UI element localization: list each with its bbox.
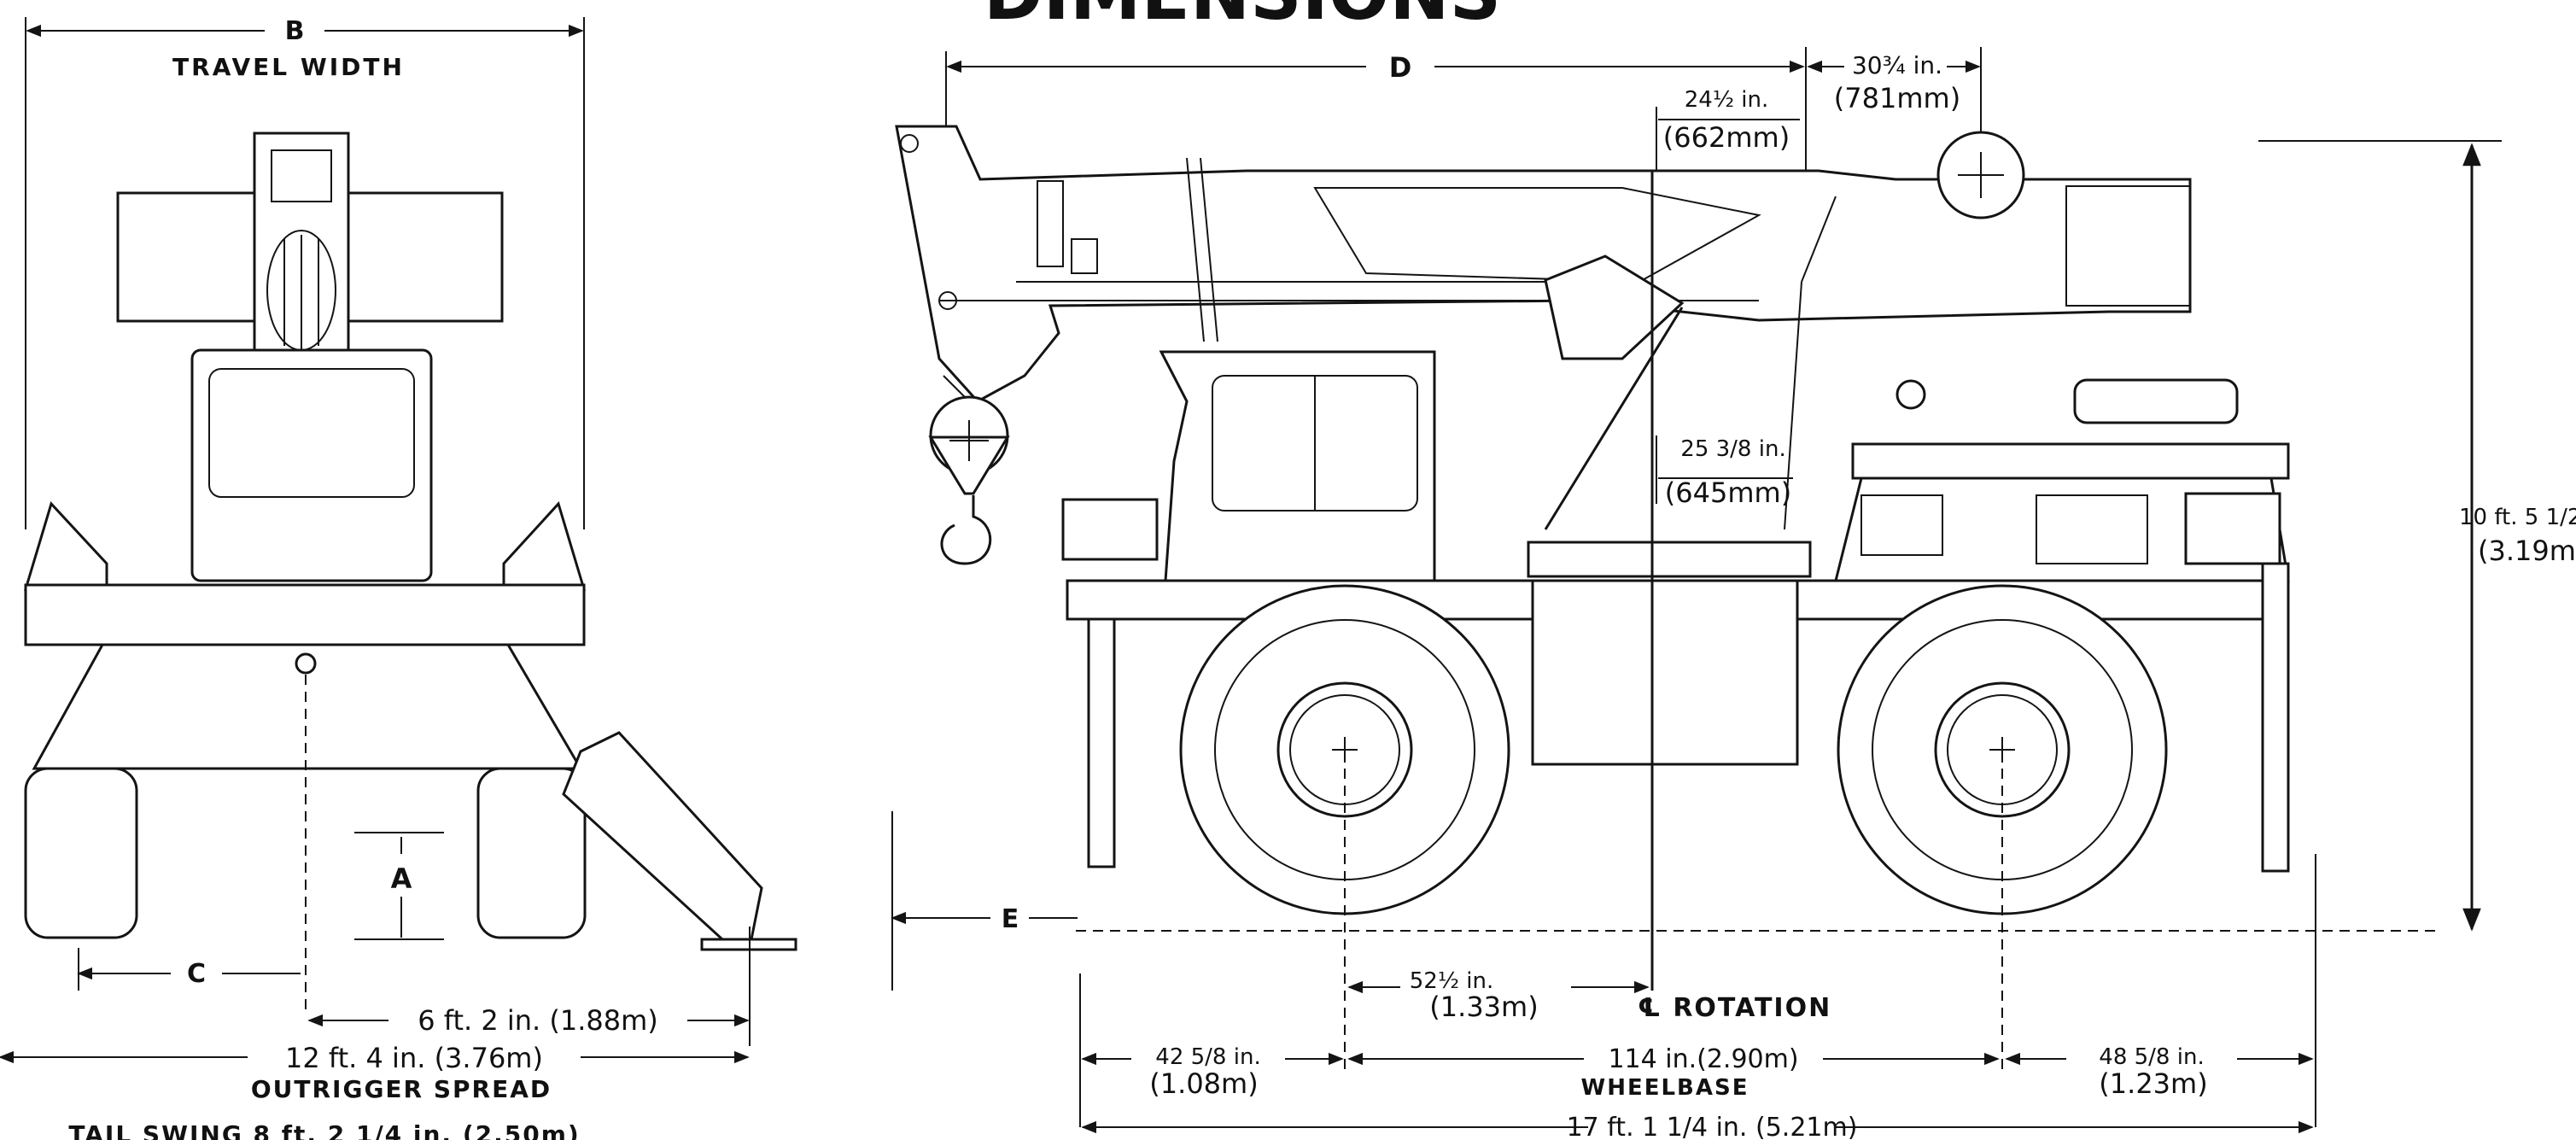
dim-24-in: 24½ in. [1685, 87, 1769, 113]
overall-length: 17 ft. 1 1/4 in. (5.21m) [1567, 1113, 1858, 1140]
travel-width-label: TRAVEL WIDTH [172, 53, 405, 81]
cab [1159, 350, 1436, 582]
boom-head-top [271, 149, 332, 202]
dim-25-mm: (645mm) [1665, 476, 1791, 509]
rotation-label: ℄ ROTATION [1638, 993, 1831, 1023]
page-title: DIMENSIONS [984, 0, 1501, 36]
dim-30-in: 30¾ in. [1852, 51, 1942, 79]
outrigger-extended [562, 731, 763, 941]
rear-wheel [1837, 584, 2168, 915]
tire-front-right [476, 767, 587, 939]
outrigger-box-rear [2184, 492, 2281, 565]
cab-window-front [208, 368, 415, 498]
dim-24-mm: (662mm) [1663, 121, 1790, 154]
dim-42-m: (1.08m) [1149, 1067, 1258, 1100]
e-letter: E [1002, 904, 1019, 934]
b-letter: B [285, 16, 305, 46]
outrigger-spread-label: OUTRIGGER SPREAD [251, 1075, 552, 1103]
cab-front [190, 348, 433, 582]
dim-48-in: 48 5/8 in. [2099, 1044, 2204, 1070]
center-housing [1531, 579, 1799, 766]
dim-52-in: 52½ in. [1410, 968, 1494, 994]
front-wheel [1179, 584, 1510, 915]
dim-25-in: 25 3/8 in. [1680, 436, 1785, 462]
side-view: D 30¾ in. (781mm) 24½ in. (662mm) [891, 47, 2576, 1140]
dim-52-m: (1.33m) [1429, 991, 1538, 1023]
dim-42-in: 42 5/8 in. [1155, 1044, 1260, 1070]
height-ft: 10 ft. 5 1/2 in. [2459, 505, 2576, 530]
front-view: B TRAVEL WIDTH A [0, 16, 797, 1140]
chassis-top [24, 583, 586, 646]
wheelbase-label: WHEELBASE [1581, 1075, 1749, 1101]
hook [940, 495, 992, 565]
height-m: (3.19m) [2478, 535, 2576, 567]
dim-48-m: (1.23m) [2099, 1067, 2207, 1100]
outrigger-center-value: 6 ft. 2 in. (1.88m) [418, 1004, 658, 1037]
tail-swing-label: TAIL SWING 8 ft. 2 1/4 in. (2.50m) [68, 1120, 580, 1140]
muffler [2073, 378, 2239, 424]
d-letter: D [1389, 51, 1412, 84]
dim-30-mm: (781mm) [1834, 82, 1960, 114]
boom [895, 125, 2192, 403]
a-letter: A [391, 862, 412, 895]
outrigger-spread-value: 12 ft. 4 in. (3.76m) [285, 1042, 543, 1074]
wheelbase-value: 114 in.(2.90m) [1608, 1044, 1798, 1074]
engine-deck [1851, 442, 2290, 480]
outrigger-arm-right [502, 501, 587, 591]
tire-front-left [24, 767, 138, 939]
outrigger-box-front [1061, 498, 1159, 561]
outrigger-arm-left [23, 501, 108, 591]
c-letter: C [187, 959, 206, 989]
